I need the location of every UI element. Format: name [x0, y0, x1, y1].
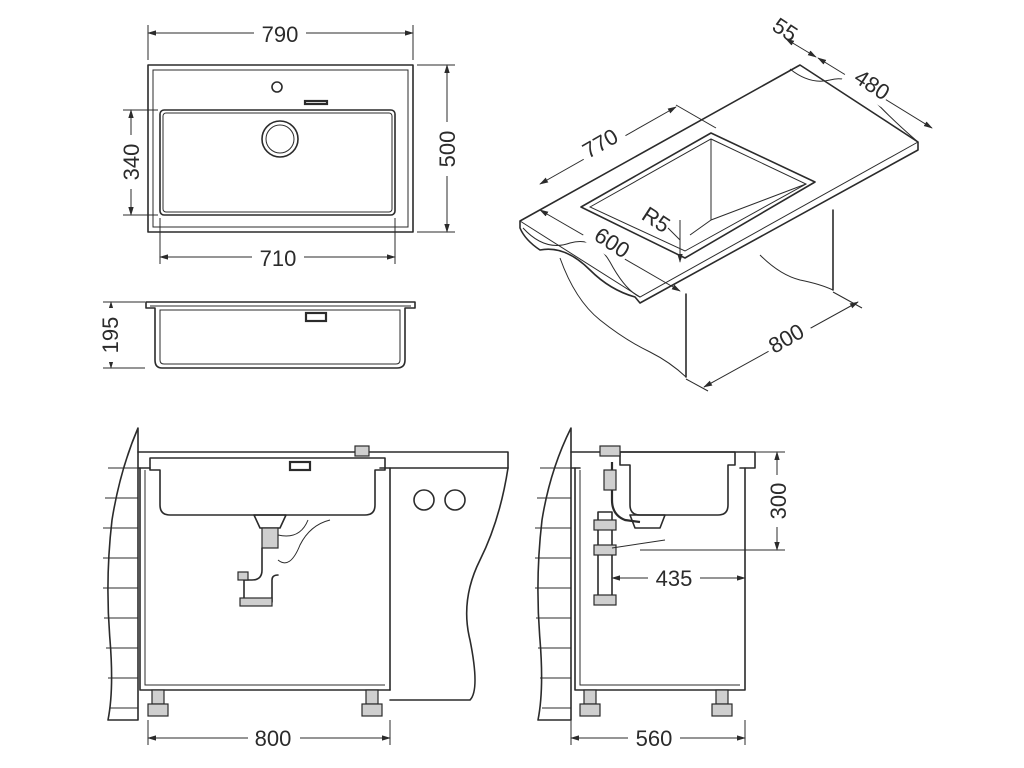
dim-front-800: 800 — [147, 720, 391, 751]
dim-iso-770: 770 — [539, 104, 717, 185]
label-55: 55 — [768, 13, 802, 47]
label-340: 340 — [119, 144, 144, 181]
dim-side-560: 560 — [570, 720, 746, 751]
dim-top-height: 500 — [417, 64, 460, 233]
tap-hole — [271, 81, 283, 93]
label-195: 195 — [98, 317, 123, 354]
label-435: 435 — [656, 566, 693, 591]
dim-iso-55: 55 — [768, 13, 817, 58]
dim-iso-800: 800 — [685, 291, 863, 392]
drain-circle — [261, 120, 299, 158]
label-r5: R5 — [637, 202, 674, 238]
overflow-slot — [303, 99, 329, 106]
label-560: 560 — [636, 726, 673, 751]
sink-outline — [147, 64, 414, 233]
side-install-view — [535, 427, 756, 721]
bowl-outline — [159, 109, 396, 216]
dim-side-300: 300 — [640, 451, 792, 551]
top-view — [147, 64, 414, 233]
dim-iso-480: 480 — [817, 57, 933, 129]
dim-top-width: 790 — [147, 20, 414, 60]
label-500: 500 — [435, 131, 460, 168]
section-view — [145, 301, 416, 369]
label-710: 710 — [260, 246, 297, 271]
label-800-front: 800 — [255, 726, 292, 751]
dim-side-435: 435 — [611, 565, 746, 591]
dim-bowl-height: 340 — [118, 109, 158, 216]
overflow-slot-section — [304, 311, 328, 323]
label-300: 300 — [766, 483, 791, 520]
dim-depth: 195 — [98, 301, 145, 369]
front-install-view — [103, 427, 509, 721]
isometric-view — [519, 64, 919, 378]
dim-bowl-width: 710 — [159, 218, 396, 271]
label-790: 790 — [262, 22, 299, 47]
